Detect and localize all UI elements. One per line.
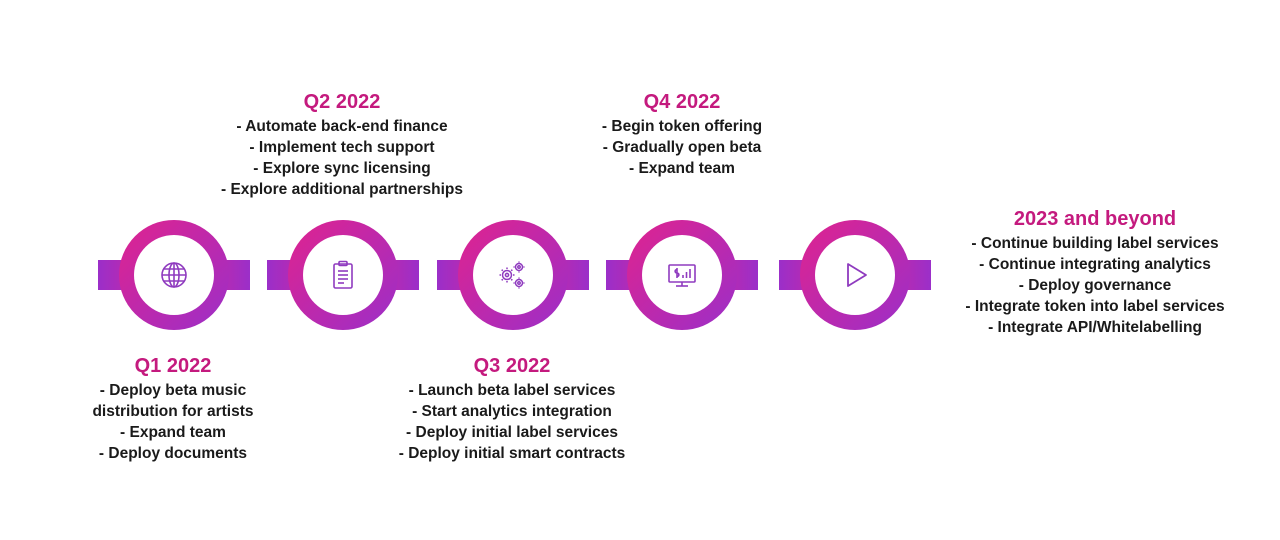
milestone-item: distribution for artists <box>92 403 254 420</box>
timeline-node-2023 <box>779 220 931 330</box>
milestone-item: - Automate back-end finance <box>236 118 448 135</box>
milestone-2023-beyond: 2023 and beyond - Continue building labe… <box>955 206 1235 338</box>
milestone-item: - Explore additional partnerships <box>220 181 463 198</box>
node-ring <box>437 220 589 330</box>
milestone-title: Q3 2022 <box>473 355 551 377</box>
milestone-item: - Deploy beta music <box>99 382 247 399</box>
milestone-item: - Deploy documents <box>98 445 248 462</box>
milestone-q4-2022: Q4 2022 - Begin token offering - Gradual… <box>582 89 782 179</box>
milestone-item: - Deploy initial label services <box>406 424 618 441</box>
milestone-item: - Integrate API/Whitelabelling <box>988 319 1202 336</box>
milestone-title: Q1 2022 <box>134 355 212 377</box>
milestone-item: - Continue building label services <box>971 235 1219 252</box>
milestone-item: - Begin token offering <box>601 118 763 135</box>
milestone-item: - Gradually open beta <box>602 139 762 156</box>
milestone-q1-2022: Q1 2022 - Deploy beta music distribution… <box>73 353 273 464</box>
milestone-item: - Expand team <box>629 160 735 177</box>
milestone-item: - Launch beta label services <box>408 382 616 399</box>
milestone-item: - Implement tech support <box>249 139 435 156</box>
timeline-node-q4-2022 <box>606 220 758 330</box>
milestone-item: - Continue integrating analytics <box>979 256 1211 273</box>
timeline-node-q3-2022 <box>437 220 589 330</box>
milestone-title: 2023 and beyond <box>1013 208 1177 230</box>
globe-icon <box>154 255 194 295</box>
node-ring <box>779 220 931 330</box>
monitor-dollar-icon <box>662 255 702 295</box>
milestone-q2-2022: Q2 2022 - Automate back-end finance - Im… <box>212 89 472 200</box>
milestone-item: - Integrate token into label services <box>965 298 1225 315</box>
milestone-item: - Expand team <box>120 424 226 441</box>
clipboard-icon <box>323 255 363 295</box>
timeline-node-q1-2022 <box>98 220 250 330</box>
milestone-items: - Deploy beta music distribution for art… <box>73 380 273 464</box>
milestone-items: - Begin token offering - Gradually open … <box>582 116 782 179</box>
play-icon <box>835 255 875 295</box>
milestone-item: - Start analytics integration <box>412 403 612 420</box>
milestone-item: - Explore sync licensing <box>253 160 431 177</box>
gears-icon <box>493 255 533 295</box>
milestone-item: - Deploy governance <box>1018 277 1172 294</box>
milestone-items: - Continue building label services - Con… <box>955 233 1235 338</box>
milestone-title: Q4 2022 <box>643 91 721 113</box>
milestone-items: - Launch beta label services - Start ana… <box>392 380 632 464</box>
milestone-title: Q2 2022 <box>303 91 381 113</box>
timeline-node-q2-2022 <box>267 220 419 330</box>
milestone-item: - Deploy initial smart contracts <box>398 445 626 462</box>
milestone-items: - Automate back-end finance - Implement … <box>212 116 472 200</box>
milestone-q3-2022: Q3 2022 - Launch beta label services - S… <box>392 353 632 464</box>
